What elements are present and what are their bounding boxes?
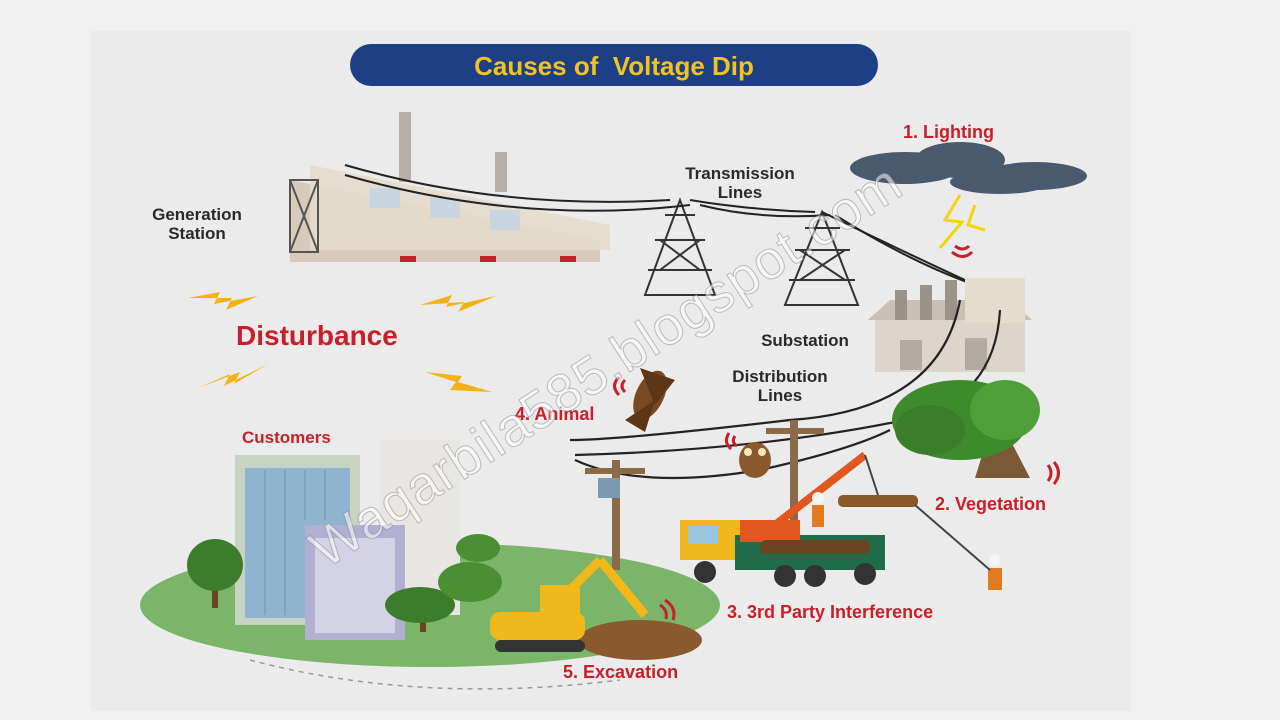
warning-marks (613, 244, 1060, 621)
worker-icon (812, 492, 824, 527)
cause-animal-label: 4. Animal (515, 404, 595, 424)
cause-third-party-label: 3. 3rd Party Interference (727, 602, 934, 622)
disturbance-bolt-icon (188, 292, 496, 392)
small-tree-icon-2 (385, 587, 455, 632)
utility-pole-2 (766, 420, 824, 530)
transmission-tower-2 (783, 209, 860, 306)
crane-truck-icon (680, 451, 918, 587)
worker-icon-2 (914, 504, 1002, 590)
cause-lightning-label: 1. Lighting (903, 122, 994, 142)
eagle-icon (625, 368, 675, 432)
disturbance-label: Disturbance (236, 320, 398, 351)
utility-pole-1 (585, 460, 645, 570)
generation-station-label: Generation Station (152, 205, 242, 243)
storm-cloud-icon (850, 142, 1087, 194)
small-tree-icon (187, 539, 243, 608)
small-tree-icon-3 (438, 534, 502, 602)
lightning-bolt-icon-2 (966, 204, 986, 232)
transmission-lines-label: Transmission Lines (685, 164, 795, 202)
substation-label: Substation (761, 331, 849, 350)
vegetation-tree-icon (892, 380, 1040, 478)
title-banner (350, 44, 878, 86)
transmission-tower-1 (643, 197, 717, 296)
excavator-icon (490, 556, 702, 660)
substation-icon (868, 278, 1032, 372)
customer-buildings-icon (235, 440, 460, 640)
page-title: Causes of Voltage Dip (474, 51, 754, 81)
transmission-wires (344, 164, 976, 286)
lightning-bolt-icon (938, 194, 965, 249)
customers-label: Customers (242, 428, 331, 447)
owl-icon (739, 442, 771, 478)
cause-vegetation-label: 2. Vegetation (935, 494, 1047, 514)
cause-excavation-label: 5. Excavation (563, 662, 679, 682)
distribution-lines-label: Distribution Lines (732, 367, 828, 405)
